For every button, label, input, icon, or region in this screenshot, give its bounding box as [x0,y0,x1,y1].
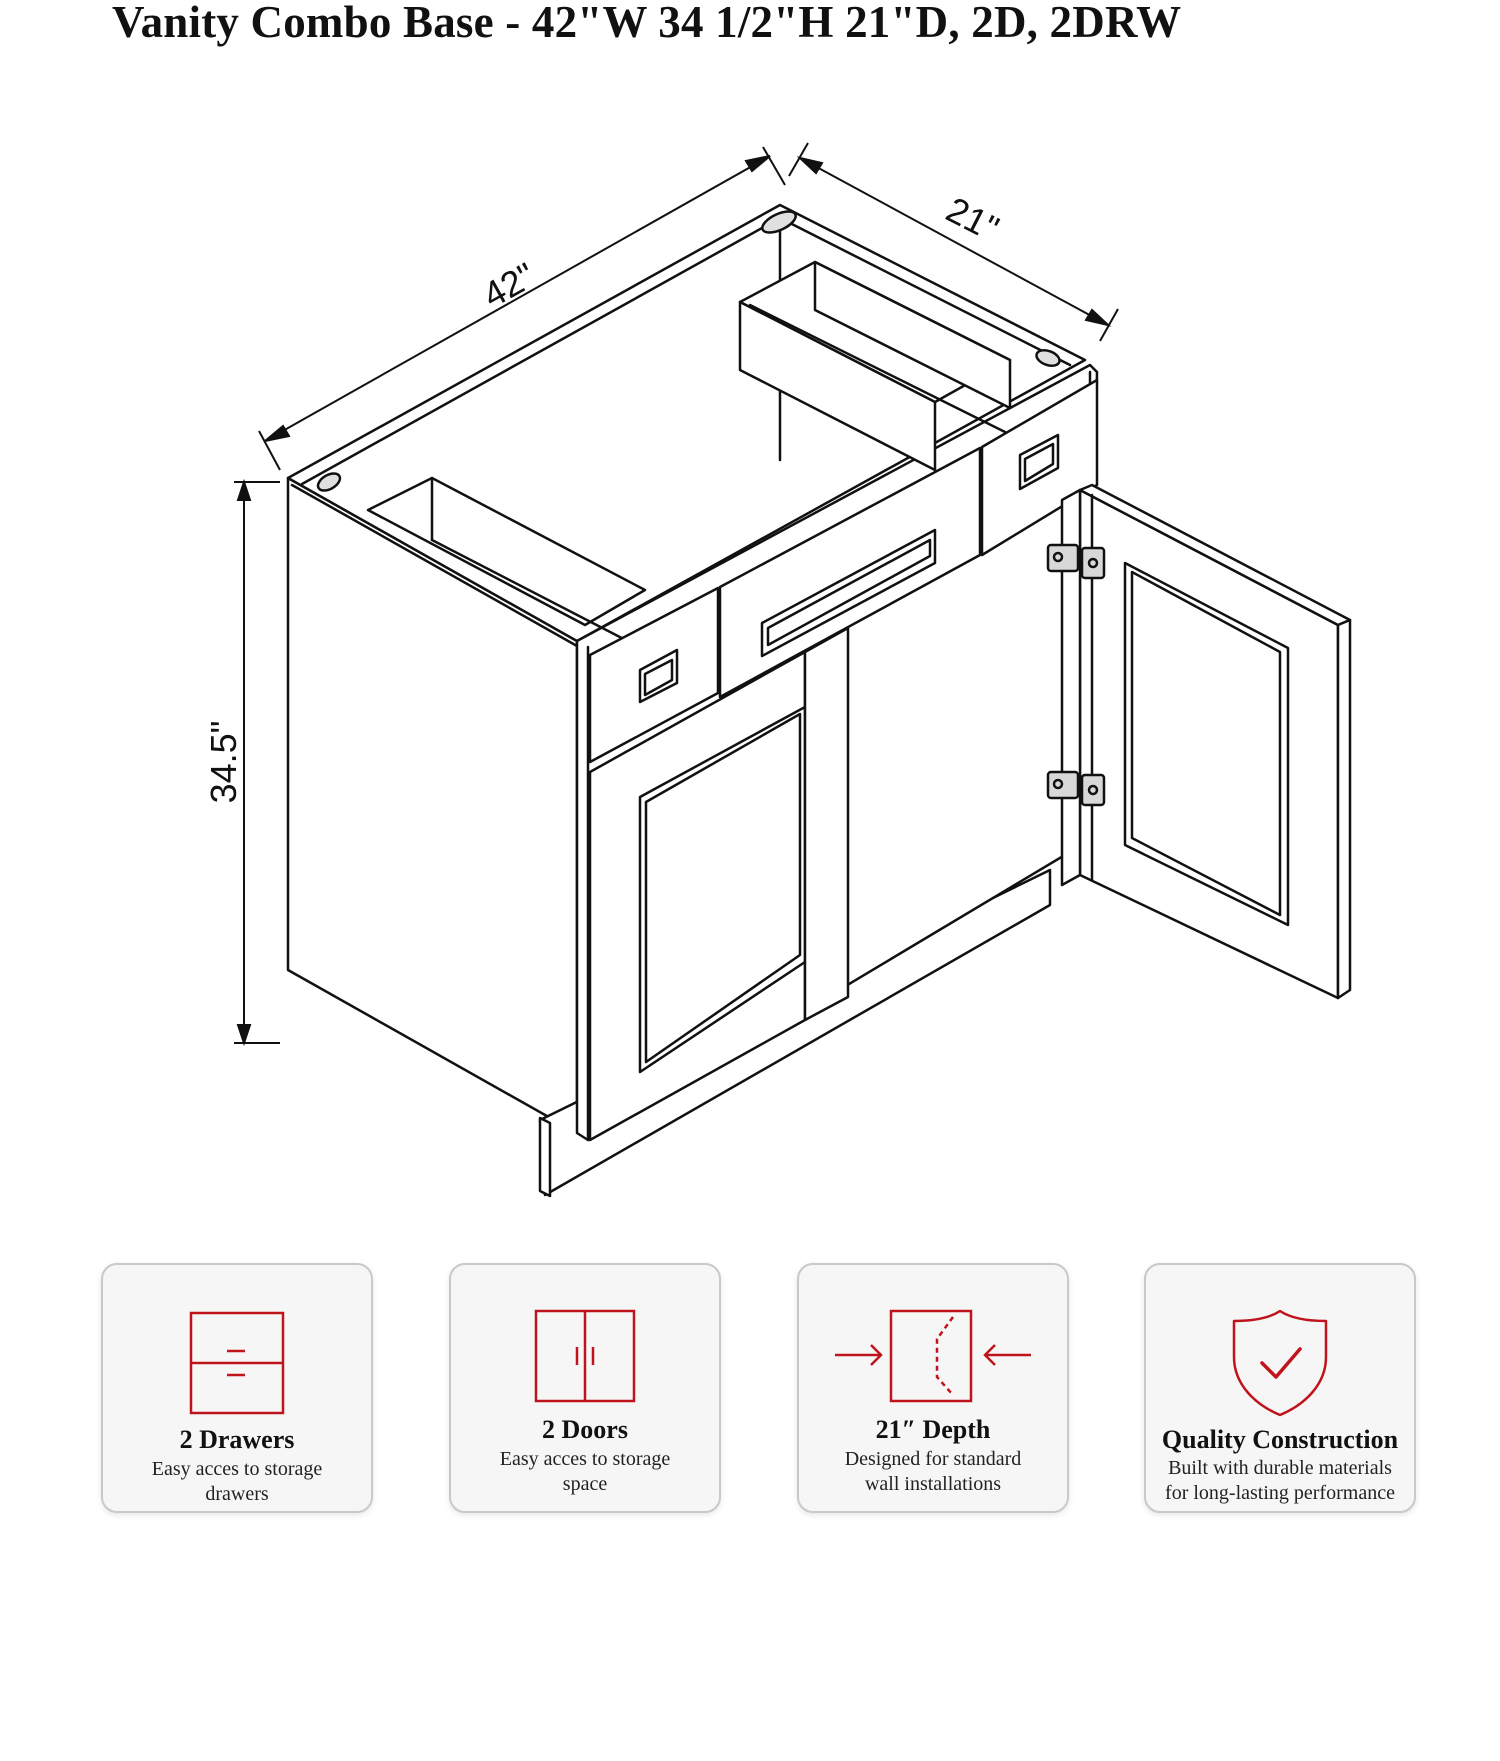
feature-card-quality: Quality Construction Built with durable … [1144,1263,1416,1513]
dimension-height-label: 34.5" [203,721,244,804]
page-title: Vanity Combo Base - 42"W 34 1/2"H 21"D, … [112,0,1182,47]
feature-card-doors: 2 Doors Easy acces to storage space [449,1263,721,1513]
false-front-center [718,446,982,699]
drawer-box-right [738,260,1012,472]
hinge-top [1046,543,1106,580]
feature-desc-line1: Built with durable materials [1168,1457,1392,1479]
feature-desc-line2: space [562,1473,608,1495]
feature-title: 2 Drawers [179,1425,295,1454]
center-stile [803,626,850,1022]
drawer-box-left [366,476,647,652]
dimension-height: 34.5" [203,478,280,1047]
depth-icon [799,1307,1067,1417]
drawer-front-right [980,378,1099,557]
feature-desc-line1: Easy acces to storage [151,1458,323,1480]
corner-brackets [316,210,1061,492]
feature-title: 2 Doors [542,1415,628,1444]
feature-desc-line2: for long-lasting performance [1165,1482,1395,1504]
feature-title: 21″ Depth [875,1415,991,1444]
feature-desc-line2: wall installations [864,1473,1002,1495]
hinge-bottom [1046,770,1106,807]
feature-title: Quality Construction [1161,1425,1399,1454]
door-right-open [1060,483,1352,1000]
feature-desc-line1: Easy acces to storage [499,1448,671,1470]
feature-desc-line2: drawers [205,1483,269,1505]
doors-icon [451,1307,719,1417]
shield-check-icon [1146,1307,1414,1417]
feature-card-drawers: 2 Drawers Easy acces to storage drawers [101,1263,373,1513]
door-left [588,650,807,1142]
drawer-front-left [588,586,720,764]
drawers-icon [103,1309,371,1419]
feature-card-depth: 21″ Depth Designed for standard wall ins… [797,1263,1069,1513]
dimension-width-label: 42" [476,254,542,315]
cabinet-diagram: 42" 21" 34.5" [203,142,1352,1198]
feature-desc-line1: Designed for standard [844,1448,1022,1470]
